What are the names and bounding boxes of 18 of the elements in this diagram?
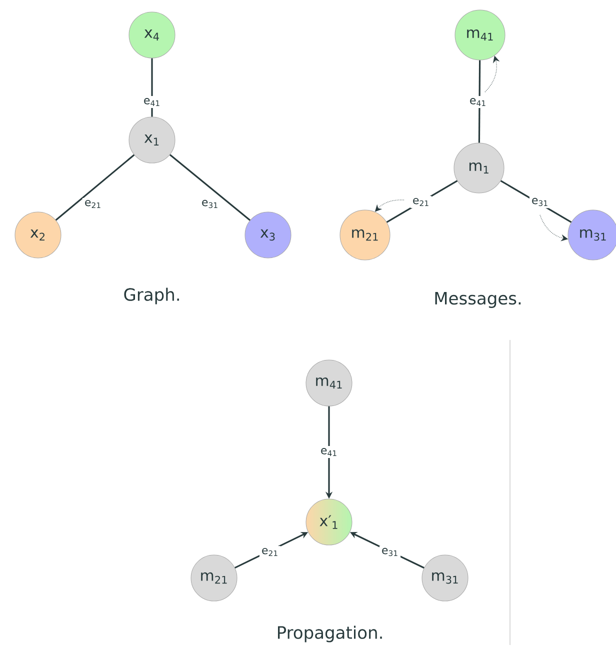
edge-label: e$_{41}$ (141, 96, 163, 108)
caption: Messages. (435, 292, 521, 308)
caption: Graph. (124, 288, 179, 304)
edge-line (478, 60, 481, 143)
edge-line (55, 154, 135, 221)
edge-line (500, 180, 572, 223)
edge-line (386, 180, 458, 223)
edge-label: e$_{41}$ (318, 446, 340, 458)
edge-label: e$_{31}$ (529, 196, 551, 208)
caption: Propagation. (278, 626, 382, 642)
edge-label: e$_{21}$ (410, 196, 432, 208)
edge-label: e$_{31}$ (199, 198, 221, 210)
edge-label: e$_{41}$ (467, 96, 489, 108)
edge-label: e$_{31}$ (379, 546, 401, 558)
edge-line (151, 58, 153, 117)
edge-line (169, 154, 251, 221)
edge-label: e$_{21}$ (259, 546, 281, 558)
edge-label: e$_{21}$ (82, 198, 104, 210)
